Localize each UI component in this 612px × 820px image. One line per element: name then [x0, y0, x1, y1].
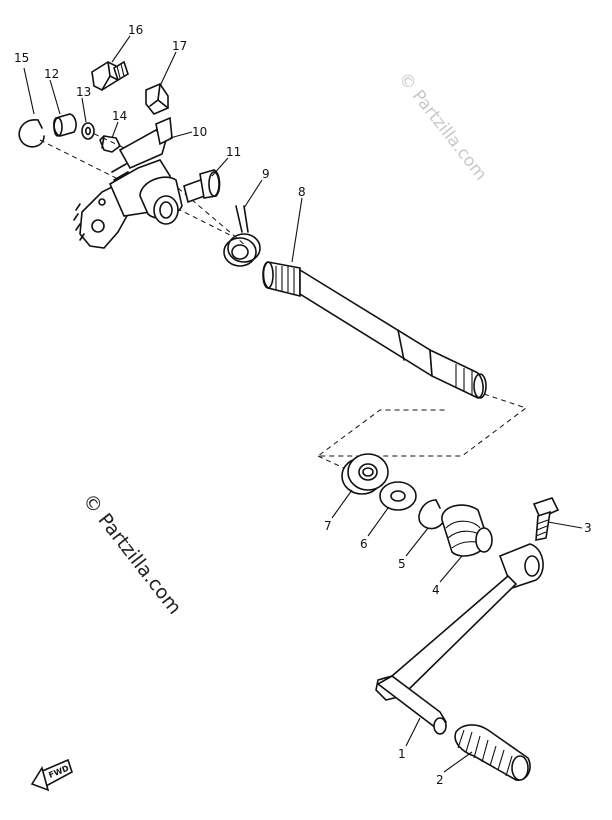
callout-17: 17 — [172, 39, 187, 53]
part-11-pin — [183, 169, 221, 204]
callout-8: 8 — [298, 185, 306, 199]
assembly-dash-lines — [39, 129, 528, 471]
callout-labels: 15 12 13 14 16 17 10 11 9 8 7 6 5 4 3 1 … — [14, 23, 592, 787]
part-12-collar — [53, 113, 77, 137]
callout-3: 3 — [584, 521, 592, 535]
watermark-left: © Partzilla.com — [78, 490, 186, 619]
part-8-shift-shaft — [262, 261, 487, 399]
callout-6: 6 — [360, 537, 368, 551]
part-16-bolt — [91, 60, 129, 91]
part-13-washer — [81, 122, 95, 140]
leader-lines — [23, 35, 583, 773]
callout-9: 9 — [262, 167, 270, 181]
part-3-bolt — [532, 497, 560, 541]
callout-12: 12 — [44, 67, 59, 81]
watermark-top-right: © Partzilla.com — [394, 69, 491, 185]
part-15-circlip — [18, 119, 45, 148]
callout-14: 14 — [112, 109, 127, 123]
callout-2: 2 — [436, 773, 444, 787]
part-14-clip — [99, 135, 121, 153]
part-10-shift-arm — [73, 116, 183, 249]
part-9-spring — [223, 205, 261, 267]
callout-15: 15 — [14, 51, 29, 65]
part-2-footrest-rubber — [454, 724, 531, 781]
part-7-oil-seal — [341, 453, 389, 495]
part-4-boot — [441, 504, 493, 557]
part-17-bracket — [145, 83, 169, 115]
callout-13: 13 — [76, 85, 91, 99]
callout-10: 10 — [192, 125, 207, 139]
callout-4: 4 — [432, 583, 440, 597]
callout-16: 16 — [128, 23, 143, 37]
fwd-direction-badge: FWD — [30, 758, 73, 792]
part-5-circlip — [418, 499, 445, 530]
part-6-washer — [379, 481, 417, 511]
callout-11: 11 — [226, 145, 241, 159]
callout-1: 1 — [398, 747, 406, 761]
callout-5: 5 — [398, 557, 406, 571]
part-1-change-pedal — [375, 543, 544, 735]
callout-7: 7 — [324, 519, 332, 533]
